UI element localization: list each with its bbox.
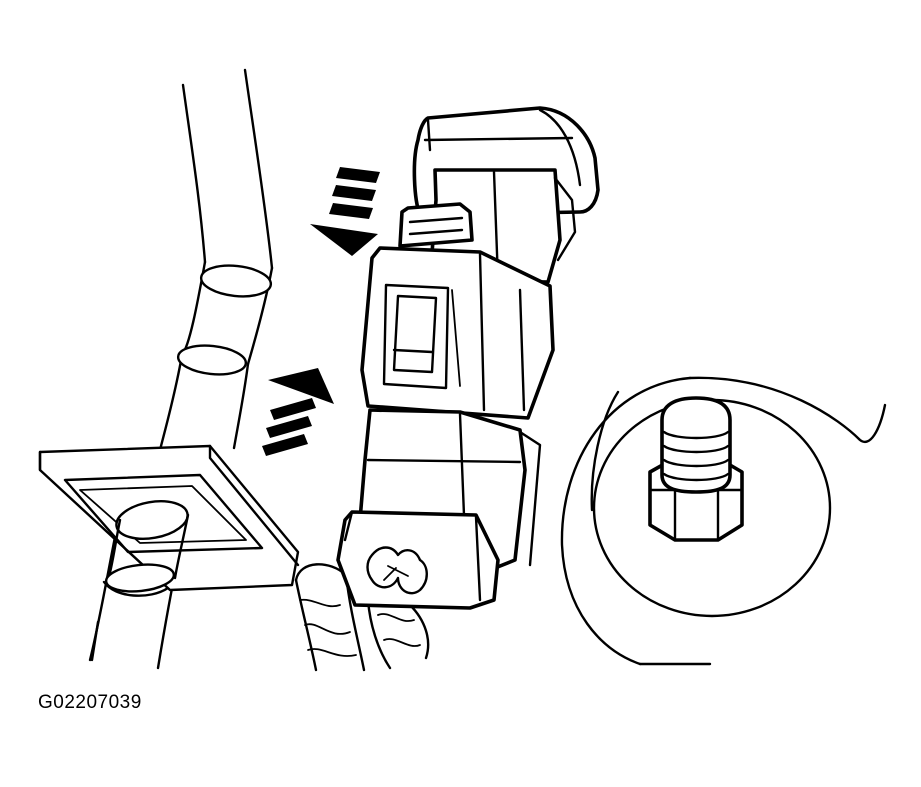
bolt-boss xyxy=(560,376,887,666)
connector-lower-half xyxy=(336,408,542,610)
hose-sleeve xyxy=(158,260,274,452)
hex-bolt xyxy=(648,396,744,542)
arrow-up-right-icon xyxy=(262,368,334,456)
hose-left xyxy=(181,68,274,270)
mounting-bracket xyxy=(38,444,300,593)
arrow-down-left-icon xyxy=(310,167,380,256)
figure-id-label: G02207039 xyxy=(38,692,142,713)
connector-upper-half xyxy=(360,106,600,420)
